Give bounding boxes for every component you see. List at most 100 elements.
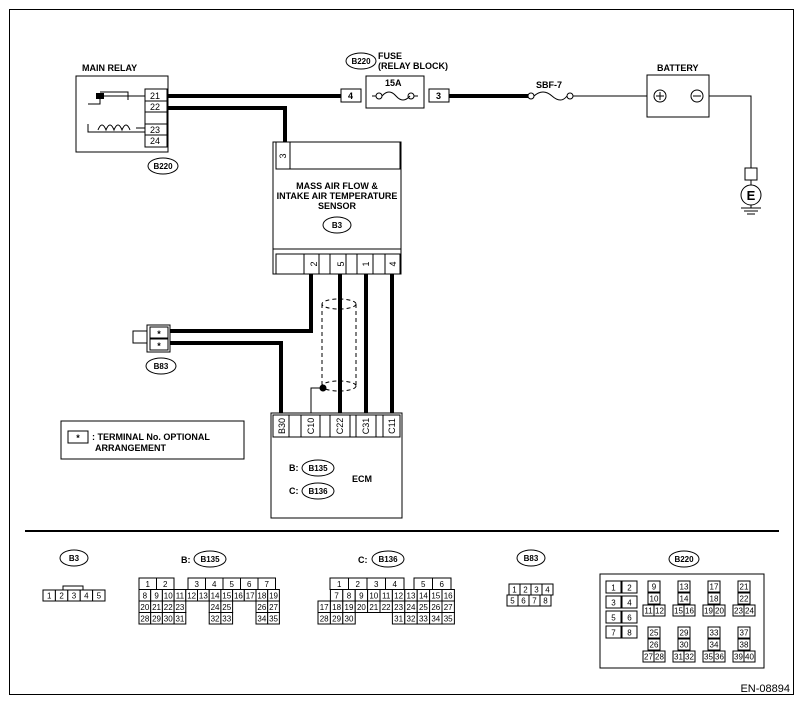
b220-pin-1: 1 — [611, 584, 616, 593]
b135-pin-3: 3 — [195, 580, 200, 589]
b135-pin-32: 32 — [211, 615, 220, 624]
b220-pin-3: 3 — [611, 599, 616, 608]
conn-b135-prefix: B: — [181, 555, 191, 565]
battery-label: BATTERY — [657, 63, 699, 73]
b135-pin-16: 16 — [234, 592, 243, 601]
b220-pin-23: 23 — [734, 607, 743, 616]
b220-pin-4-cell — [621, 595, 638, 609]
b220-pin-27: 27 — [644, 653, 653, 662]
b135-pin-22: 22 — [164, 603, 173, 612]
ecm-pin-c31: C31 — [361, 418, 371, 435]
sbf-label: SBF-7 — [536, 80, 562, 90]
b136-pin-8: 8 — [347, 592, 352, 601]
ecm-pin-c11: C11 — [387, 418, 397, 434]
b220-pin-2-cell — [621, 580, 638, 594]
b83-pin-8: 8 — [543, 597, 548, 606]
b135-pin-21: 21 — [152, 603, 161, 612]
b220-pin-26: 26 — [650, 641, 659, 650]
b220-pin-8-cell — [621, 625, 638, 639]
b136-pin-16: 16 — [444, 592, 453, 601]
b135-pin-28: 28 — [140, 615, 149, 624]
b135-pin-13: 13 — [199, 592, 208, 601]
b136-pin-30-cell — [342, 612, 356, 625]
b83-pin-a: * — [157, 329, 161, 339]
b136-pin-7: 7 — [334, 592, 339, 601]
conn-b136-prefix: C: — [358, 555, 368, 565]
b220-pin-10: 10 — [650, 595, 659, 604]
b135-pin-19: 19 — [269, 592, 278, 601]
sbf-fuse: SBF-7 — [527, 80, 574, 101]
b220-pin-28: 28 — [655, 653, 664, 662]
b220-pin-14-cell — [677, 592, 691, 605]
b135-pin-8: 8 — [143, 592, 148, 601]
b220-pin-9-cell — [647, 580, 661, 593]
b220-pin-34-cell — [707, 638, 721, 651]
b220-pin-31: 31 — [674, 653, 683, 662]
b220-pin-6: 6 — [627, 614, 632, 623]
relay-pin-21: 21 — [150, 91, 160, 101]
ecm-pin-b30: B30 — [277, 418, 287, 434]
b220-pin-4: 4 — [627, 599, 632, 608]
b220-pin-37: 37 — [740, 629, 749, 638]
b220-pin-38: 38 — [740, 641, 749, 650]
b83-pin-1: 1 — [512, 586, 517, 595]
b136-pin-35: 35 — [444, 615, 453, 624]
maf-label-3: SENSOR — [318, 201, 357, 211]
relay-connector-id: B220 — [153, 162, 173, 171]
conn-b135-id: B135 — [200, 555, 220, 564]
b220-pin-14: 14 — [680, 595, 689, 604]
b135-pin-14: 14 — [211, 592, 220, 601]
b83-pin-5: 5 — [510, 597, 515, 606]
b220-pin-29: 29 — [680, 629, 689, 638]
b136-pin-34: 34 — [431, 615, 440, 624]
maf-top-pin: 3 — [278, 153, 288, 158]
b135-pin-29: 29 — [152, 615, 161, 624]
b135-pin-18: 18 — [257, 592, 266, 601]
maf-connector-id: B3 — [332, 221, 343, 230]
b220-pin-34: 34 — [710, 641, 719, 650]
b136-pin-21: 21 — [369, 603, 378, 612]
b136-pin-2: 2 — [356, 580, 361, 589]
ecm-conn1-prefix: B: — [289, 463, 299, 473]
b136-pin-6: 6 — [440, 580, 445, 589]
b135-pin-35-cell — [267, 612, 280, 625]
b220-pin-18: 18 — [710, 595, 719, 604]
b135-pin-11: 11 — [176, 592, 185, 601]
b136-pin-25: 25 — [419, 603, 428, 612]
b136-pin-1: 1 — [337, 580, 342, 589]
b136-pin-9: 9 — [359, 592, 364, 601]
conn-b83-id: B83 — [524, 554, 539, 563]
b220-pin-22-cell — [737, 592, 751, 605]
b220-pin-11: 11 — [644, 607, 653, 616]
b135-pin-6: 6 — [247, 580, 252, 589]
b136-pin-20: 20 — [357, 603, 366, 612]
b220-pin-40: 40 — [745, 653, 754, 662]
b135-pin-33-cell — [220, 612, 234, 625]
b136-pin-12: 12 — [394, 592, 403, 601]
b220-pin-28-cell — [653, 650, 666, 663]
conn-b3-id: B3 — [69, 554, 80, 563]
b136-pin-22: 22 — [382, 603, 391, 612]
maf-label-1: MASS AIR FLOW & — [296, 181, 378, 191]
doc-code: EN-08894 — [740, 683, 790, 695]
b220-pin-17: 17 — [710, 583, 719, 592]
b135-pin-9: 9 — [154, 592, 159, 601]
wires — [167, 94, 647, 414]
maf-sensor: 3 MASS AIR FLOW & INTAKE AIR TEMPERATURE… — [272, 141, 402, 275]
b220-pin-26-cell — [647, 638, 661, 651]
b83-pin-6: 6 — [521, 597, 526, 606]
fuse-pin-left: 4 — [348, 91, 353, 101]
b220-pin-39: 39 — [734, 653, 743, 662]
b3-pin-1: 1 — [47, 592, 52, 601]
legend: * : TERMINAL No. OPTIONAL ARRANGEMENT — [60, 420, 245, 460]
fuse-connector-id: B220 — [351, 57, 371, 66]
main-relay-label: MAIN RELAY — [82, 63, 137, 73]
b220-pin-25-cell — [647, 626, 661, 639]
b136-pin-4: 4 — [393, 580, 398, 589]
b3-pin-5-cell — [92, 589, 106, 602]
b220-pin-33-cell — [707, 626, 721, 639]
b135-pin-25: 25 — [222, 603, 231, 612]
b135-pin-7: 7 — [265, 580, 270, 589]
b220-pin-5-cell — [605, 610, 622, 624]
